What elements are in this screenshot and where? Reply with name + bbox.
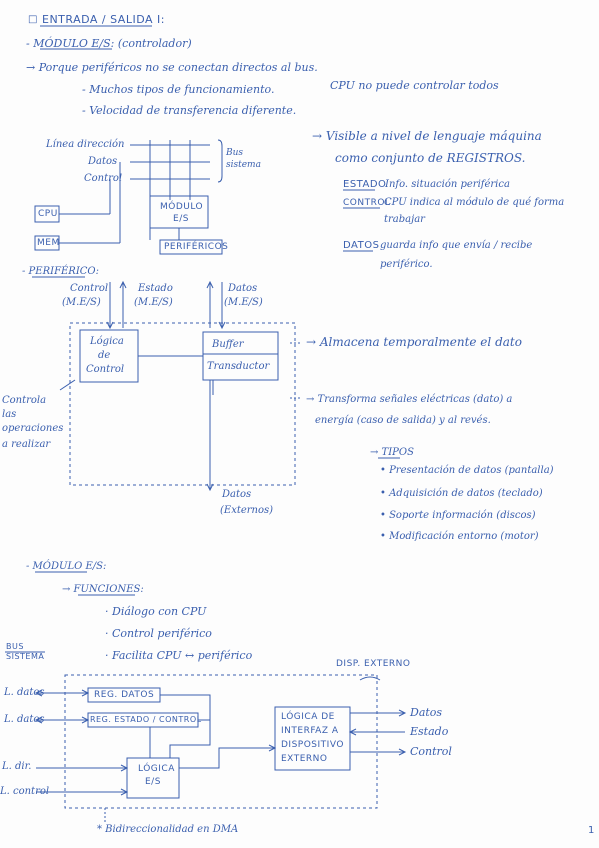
mem-box-label: MEM [37, 238, 60, 248]
control-text-1: CPU indica al módulo de qué forma [384, 197, 565, 208]
control-label: CONTROL [343, 198, 391, 208]
right-label-datos: Datos [410, 706, 443, 719]
datos-signal-sub: (M.E/S) [224, 297, 263, 308]
bus-sistema-label: Bus sistema [226, 148, 261, 170]
tipo-item-3: • Soporte información (discos) [380, 510, 536, 521]
datos-externos-label: Datos [222, 489, 252, 500]
control-signal-label: Control [70, 283, 109, 294]
funciones-heading: → FUNCIONES: [62, 584, 144, 595]
bus-sistema-label-2: BUS SISTEMA [6, 642, 45, 662]
datos-label: DATOS [343, 240, 380, 251]
tipo-item-2: • Adquisición de datos (teclado) [380, 488, 543, 499]
tipo-item-4: • Modificación entorno (motor) [380, 531, 539, 542]
page-title: ENTRADA / SALIDA I: [42, 13, 165, 26]
logica-interfaz-line-1: LÓGICA DE [281, 712, 335, 722]
buffer-box-label: Buffer [212, 339, 244, 350]
bus-label-datos: Datos [88, 156, 118, 167]
tipo-item-1: • Presentación de datos (pantalla) [380, 465, 554, 476]
transductor-box-label: Transductor [207, 361, 270, 372]
left-note-1: Controla [2, 395, 47, 406]
modulo-box-label: MÓDULO E/S [160, 202, 204, 224]
estado-text: Info. situación periférica [385, 179, 510, 190]
right-label-control: Control [410, 745, 452, 758]
left-label-dir: L. dir. [2, 761, 32, 772]
bus-label-direccion: Línea dirección [46, 139, 125, 150]
funcion-item-1: · Diálogo con CPU [105, 605, 207, 618]
control-text-2: trabajar [384, 214, 425, 225]
registros-intro-2: como conjunto de REGISTROS. [335, 151, 526, 165]
cpu-note: CPU no puede controlar todos [330, 79, 499, 92]
left-label-control: L. control [0, 786, 50, 797]
datos-externos-sub: (Externos) [220, 505, 274, 516]
left-note-3: operaciones [2, 423, 64, 434]
modulo-item-2: - Velocidad de transferencia diferente. [82, 104, 297, 117]
cpu-box-label: CPU [38, 209, 58, 219]
perifericos-box-label: PERIFÉRICOS [164, 242, 229, 252]
control-signal-sub: (M.E/S) [62, 297, 101, 308]
logica-es-line-2: E/S [145, 777, 161, 787]
footnote-dma: * Bidireccionalidad en DMA [97, 824, 239, 835]
page-number: 1 [588, 825, 595, 836]
registros-intro-1: → Visible a nivel de lenguaje máquina [312, 129, 542, 143]
disp-externo-label: DISP. EXTERNO [336, 659, 411, 669]
logica-interfaz-line-4: EXTERNO [281, 754, 328, 764]
modulo-intro: → Porque periféricos no se conectan dire… [26, 61, 318, 74]
funcion-item-3: · Facilita CPU ↔ periférico [105, 649, 253, 662]
buffer-note: → Almacena temporalmente el dato [306, 335, 522, 349]
funcion-item-2: · Control periférico [105, 627, 212, 640]
bus-label-control: Control [84, 173, 123, 184]
left-label-datos-2: L. datos [4, 714, 45, 725]
logica-box-line-3: Control [86, 364, 125, 375]
estado-label: ESTADO [343, 179, 387, 190]
estado-signal-sub: (M.E/S) [134, 297, 173, 308]
section-heading-modulo: - MÓDULO E/S: (controlador) [26, 37, 192, 50]
bullet-icon: □ [28, 14, 38, 25]
left-label-datos-1: L. datos [4, 687, 45, 698]
logica-es-line-1: LÓGICA [138, 764, 175, 774]
transductor-note-1: → Transforma señales eléctricas (dato) a [306, 394, 513, 405]
left-note-4: a realizar [2, 439, 51, 450]
logica-box-line-2: de [98, 350, 111, 361]
section-heading-modulo-2: - MÓDULO E/S: [26, 561, 107, 572]
datos-text-2: periférico. [380, 259, 433, 270]
left-note-2: las [2, 409, 17, 420]
datos-signal-label: Datos [228, 283, 258, 294]
reg-datos-box: REG. DATOS [94, 690, 155, 700]
logica-box-line-1: Lógica [90, 336, 124, 347]
modulo-item-1: - Muchos tipos de funcionamiento. [82, 83, 275, 96]
datos-text-1: guarda info que envía / recibe [380, 240, 533, 251]
reg-estado-box: REG. ESTADO / CONTROL [90, 715, 202, 724]
right-label-estado: Estado [410, 725, 449, 738]
tipos-heading: → TIPOS [370, 447, 414, 458]
estado-signal-label: Estado [138, 283, 173, 294]
logica-interfaz-line-3: DISPOSITIVO [281, 740, 344, 750]
transductor-note-2: energía (caso de salida) y al revés. [315, 415, 491, 426]
logica-interfaz-line-2: INTERFAZ A [281, 726, 339, 736]
section-heading-periferico: - PERIFÉRICO: [22, 266, 100, 277]
